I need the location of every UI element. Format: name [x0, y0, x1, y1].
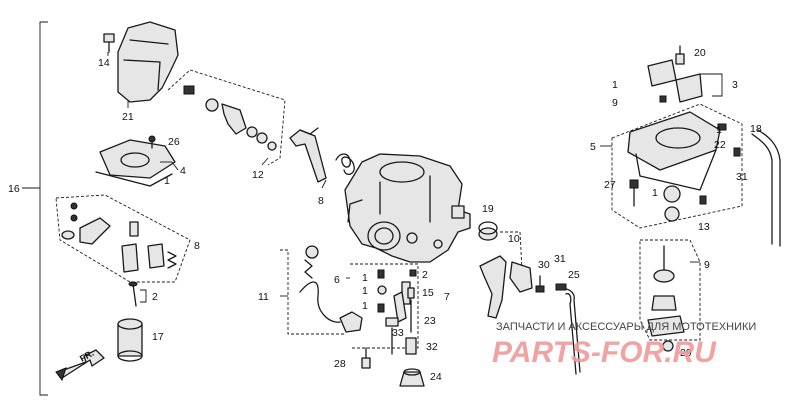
callout-6: 6: [334, 274, 340, 286]
linkage-kit-8: [55, 194, 191, 283]
watermark-caption: ЗАПЧАСТИ И АКСЕССУАРЫ ДЛЯ МОТОТЕХНИКИ: [496, 321, 756, 333]
watermark-brand: PARTS-FOR.RU: [492, 336, 717, 369]
callout-7: 7: [444, 291, 450, 303]
watermark: ЗАПЧАСТИ И АКСЕССУАРЫ ДЛЯ МОТОТЕХНИКИ PA…: [492, 321, 756, 369]
cap-19: [478, 221, 498, 241]
callout-13: 13: [698, 221, 710, 233]
front-arrow: [55, 349, 105, 382]
callout-1-jet-a: 1: [362, 272, 368, 284]
callout-2-left: 2: [152, 291, 158, 303]
cable-assembly-11: [280, 245, 371, 369]
callout-26: 26: [168, 136, 180, 148]
callout-8-center: 8: [318, 195, 324, 207]
callout-8-left: 8: [194, 240, 200, 252]
callout-28: 28: [334, 358, 346, 370]
top-cover-21: [117, 21, 179, 108]
callout-16: 16: [8, 183, 20, 195]
callout-9-bottom: 9: [704, 259, 710, 271]
callout-18: 18: [750, 123, 762, 135]
callout-10: 10: [508, 233, 520, 245]
callout-1-jet-c: 1: [362, 300, 368, 312]
top-plate-4: [95, 135, 179, 187]
hose-18: [733, 129, 781, 247]
throttle-linkage-10: [479, 231, 545, 319]
callout-23: 23: [424, 315, 436, 327]
plunger-spring-8: [289, 127, 355, 189]
callout-29: 29: [680, 347, 692, 359]
chamber-top-5: [600, 103, 743, 229]
callout-17: 17: [152, 331, 164, 343]
callout-27: 27: [604, 179, 616, 191]
cover-3: [647, 45, 723, 103]
callout-31-middle: 31: [554, 253, 566, 265]
bolt-14: [103, 33, 115, 56]
float-valve-9: [639, 239, 701, 352]
callout-15: 15: [422, 287, 434, 299]
group-16-bracket: [22, 21, 48, 396]
callout-31-right: 31: [736, 171, 748, 183]
carburetor-body: [344, 153, 471, 263]
callout-22: 22: [714, 139, 726, 151]
callout-5: 5: [590, 141, 596, 153]
callout-11: 11: [258, 291, 269, 303]
callout-1-plate: 1: [164, 175, 170, 187]
callout-32: 32: [426, 341, 438, 353]
jet-set-6: [346, 263, 419, 349]
callout-4: 4: [180, 165, 186, 177]
choke-assembly-12: [167, 69, 286, 166]
callout-33: 33: [392, 327, 404, 339]
callout-12: 12: [252, 169, 264, 181]
screw-2-left: [128, 281, 147, 307]
callout-30: 30: [538, 259, 550, 271]
callout-25: 25: [568, 269, 580, 281]
callout-24: 24: [430, 371, 442, 383]
callout-21: 21: [122, 111, 134, 123]
callout-1-top: 1: [612, 79, 618, 91]
callout-labels: 16 14 21 26 4 1 12 8 8 2 17 11 6 1 1 1 2…: [8, 47, 762, 383]
callout-14: 14: [98, 57, 110, 69]
callout-19: 19: [482, 203, 494, 215]
callout-1-float: 1: [652, 187, 658, 199]
callout-3: 3: [732, 79, 738, 91]
tube-25: [555, 283, 581, 375]
callout-20: 20: [694, 47, 706, 59]
cup-17: [117, 318, 143, 362]
callout-1-chamber: 1: [716, 124, 722, 136]
callout-2-right: 2: [422, 269, 428, 281]
needle-jets: [385, 287, 417, 355]
callout-1-jet-b: 1: [362, 285, 368, 297]
drain-plug-24: [399, 368, 425, 387]
callout-9-top: 9: [612, 97, 618, 109]
